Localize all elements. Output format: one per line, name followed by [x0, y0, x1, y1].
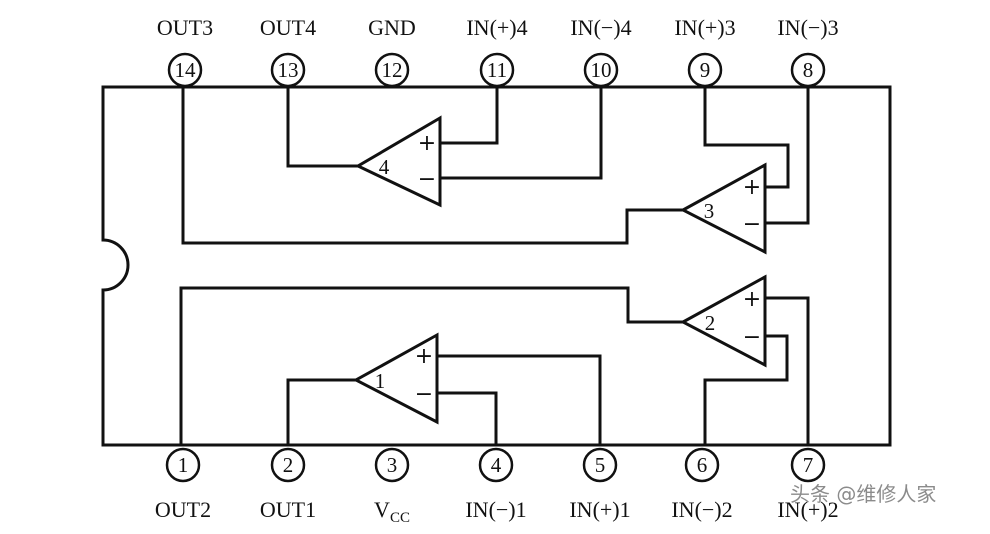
pin-label: OUT4: [260, 15, 316, 40]
pin-circle: [582, 447, 618, 483]
pin-circle: [687, 52, 723, 88]
plus-sign: +: [415, 344, 433, 369]
pin-number: 13: [278, 58, 299, 82]
pin-number: 8: [803, 58, 814, 82]
opamp-3-label: 3: [704, 199, 715, 223]
pin-label: OUT1: [260, 497, 316, 522]
pin-10: 10 IN(−)4: [570, 15, 632, 88]
pin-label: IN(+)4: [466, 15, 527, 40]
pin-number: 11: [487, 58, 507, 82]
pin-circle: [167, 52, 203, 88]
minus-sign: −: [418, 167, 436, 192]
pin-9: 9 IN(+)3: [674, 15, 736, 88]
pin-label: IN(+)1: [569, 497, 630, 522]
pin-circle: [270, 447, 306, 483]
pin-label: IN(+)3: [674, 15, 735, 40]
pin-11: 11 IN(+)4: [466, 15, 528, 88]
pin-circle: [790, 447, 826, 483]
opamp-3: 3 + −: [181, 87, 810, 255]
opamp-2: 2 + −: [179, 274, 810, 445]
pin-circle: [478, 447, 514, 483]
opamp-1: 1 + −: [286, 332, 602, 445]
pin-14: 14 OUT3: [157, 15, 213, 88]
plus-sign: +: [743, 287, 761, 312]
pin-6: 6IN(−)2: [671, 447, 733, 522]
pin-label: GND: [368, 15, 416, 40]
minus-sign: −: [743, 325, 761, 350]
pin-circle: [374, 52, 410, 88]
opamp-1-label: 1: [375, 369, 386, 393]
pin-circle: [583, 52, 619, 88]
pin-number: 10: [591, 58, 612, 82]
pin-number: 2: [283, 453, 294, 477]
pin-label: OUT2: [155, 497, 211, 522]
pin-4: 4IN(−)1: [465, 447, 527, 522]
pin-number: 6: [697, 453, 708, 477]
pin-number: 7: [803, 453, 814, 477]
pin-label: IN(−)3: [777, 15, 838, 40]
pin-number: 12: [382, 58, 403, 82]
opamp-4: 4 + −: [286, 87, 603, 208]
pin-number: 3: [387, 453, 398, 477]
pin-circle: [374, 447, 410, 483]
pin-circle: [165, 447, 201, 483]
minus-sign: −: [743, 212, 761, 237]
pin-circle: [684, 447, 720, 483]
chip-body: [101, 85, 892, 447]
pin-label: OUT3: [157, 15, 213, 40]
plus-sign: +: [743, 175, 761, 200]
pin-label: VCC: [374, 497, 410, 526]
pin-circle: [479, 52, 515, 88]
pin-number: 5: [595, 453, 606, 477]
pin-12: 12 GND: [368, 15, 416, 88]
pin-7: 7IN(+)2: [777, 447, 839, 522]
pin-circle: [270, 52, 306, 88]
pin-number: 1: [178, 453, 189, 477]
pin-number: 4: [491, 453, 502, 477]
pin-number: 9: [700, 58, 711, 82]
plus-sign: +: [418, 131, 436, 156]
pin-label: IN(−)2: [671, 497, 732, 522]
pin-label: IN(−)1: [465, 497, 526, 522]
watermark: 头条 @维修人家: [790, 482, 937, 506]
opamp-2-label: 2: [705, 311, 716, 335]
pin-number: 14: [175, 58, 197, 82]
opamp-4-label: 4: [379, 155, 390, 179]
pin-5: 5IN(+)1: [569, 447, 631, 522]
pin-label: IN(+)2: [777, 497, 838, 522]
pin-13: 13 OUT4: [260, 15, 316, 88]
pin-8: 8 IN(−)3: [777, 15, 839, 88]
pin-circle: [790, 52, 826, 88]
minus-sign: −: [415, 382, 433, 407]
pin-label: IN(−)4: [570, 15, 631, 40]
